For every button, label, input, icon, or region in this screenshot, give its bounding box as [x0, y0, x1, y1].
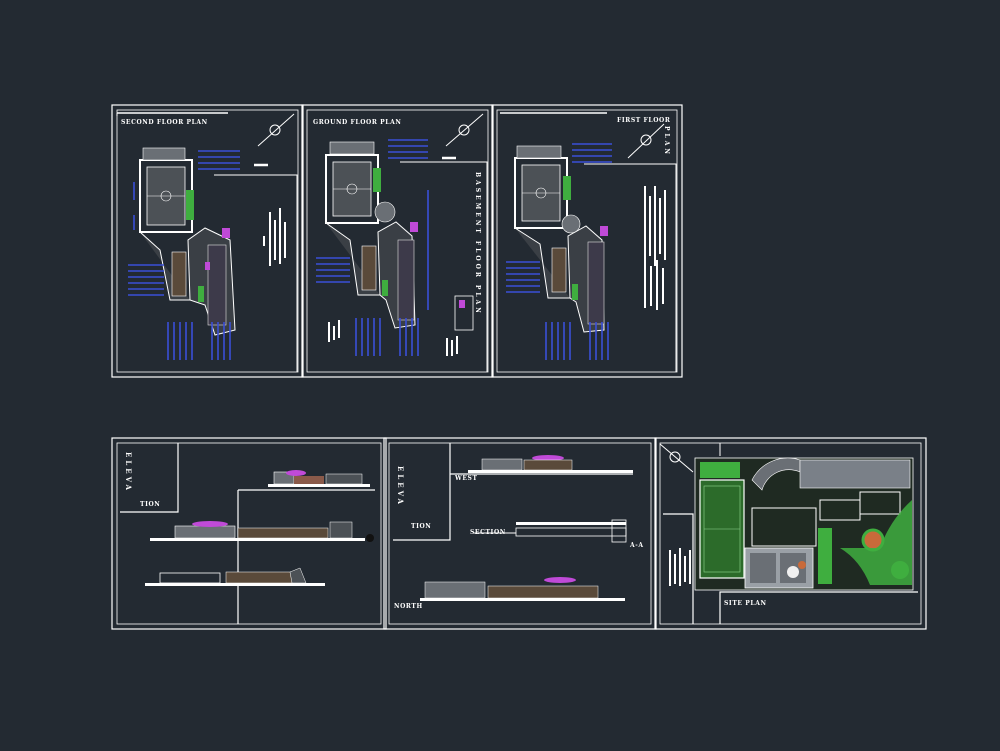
label-section-mark: A-A	[630, 542, 644, 549]
section-drawings	[420, 455, 633, 601]
sheet-ground-floor-plan[interactable]	[301, 104, 494, 378]
label-elevation-suffix-1: TION	[140, 501, 161, 508]
title-first-floor-plan-line2: PLAN	[663, 126, 670, 157]
site-legend-marks	[669, 548, 691, 586]
sheet-elevations[interactable]	[111, 437, 387, 630]
north-arrow-1	[257, 113, 295, 147]
title-site-plan: SITE PLAN	[724, 600, 767, 607]
label-basement-floor-plan: BASEMENT FLOOR PLAN	[474, 172, 481, 316]
label-elevation-vertical-1: ELEVA	[124, 452, 133, 493]
legend-text-marks	[263, 186, 666, 310]
elevation-drawings	[145, 470, 374, 586]
sheet-site-plan[interactable]	[654, 437, 927, 630]
title-ground-floor-plan: GROUND FLOOR PLAN	[313, 119, 402, 126]
north-arrow-3	[627, 123, 665, 159]
sheet-sections[interactable]	[383, 437, 657, 630]
label-section: SECTION	[470, 529, 506, 536]
label-elevation-suffix-2: TION	[411, 523, 432, 530]
label-west: WEST	[455, 475, 478, 482]
sheet-first-floor-plan[interactable]	[491, 104, 683, 378]
floor-plan-drawing-2	[316, 139, 474, 356]
title-second-floor-plan: SECOND FLOOR PLAN	[121, 119, 208, 126]
sheet-second-floor-plan[interactable]	[111, 104, 304, 378]
floor-plan-drawing-3	[506, 143, 612, 360]
floor-plan-drawing-1	[128, 147, 240, 360]
north-arrow-site	[659, 443, 694, 473]
site-plan-drawing	[694, 457, 914, 591]
label-north: NORTH	[394, 603, 423, 610]
label-elevation-vertical-2: ELEVA	[396, 466, 405, 507]
north-arrow-2	[445, 113, 484, 147]
title-first-floor: FIRST FLOOR	[617, 117, 671, 124]
